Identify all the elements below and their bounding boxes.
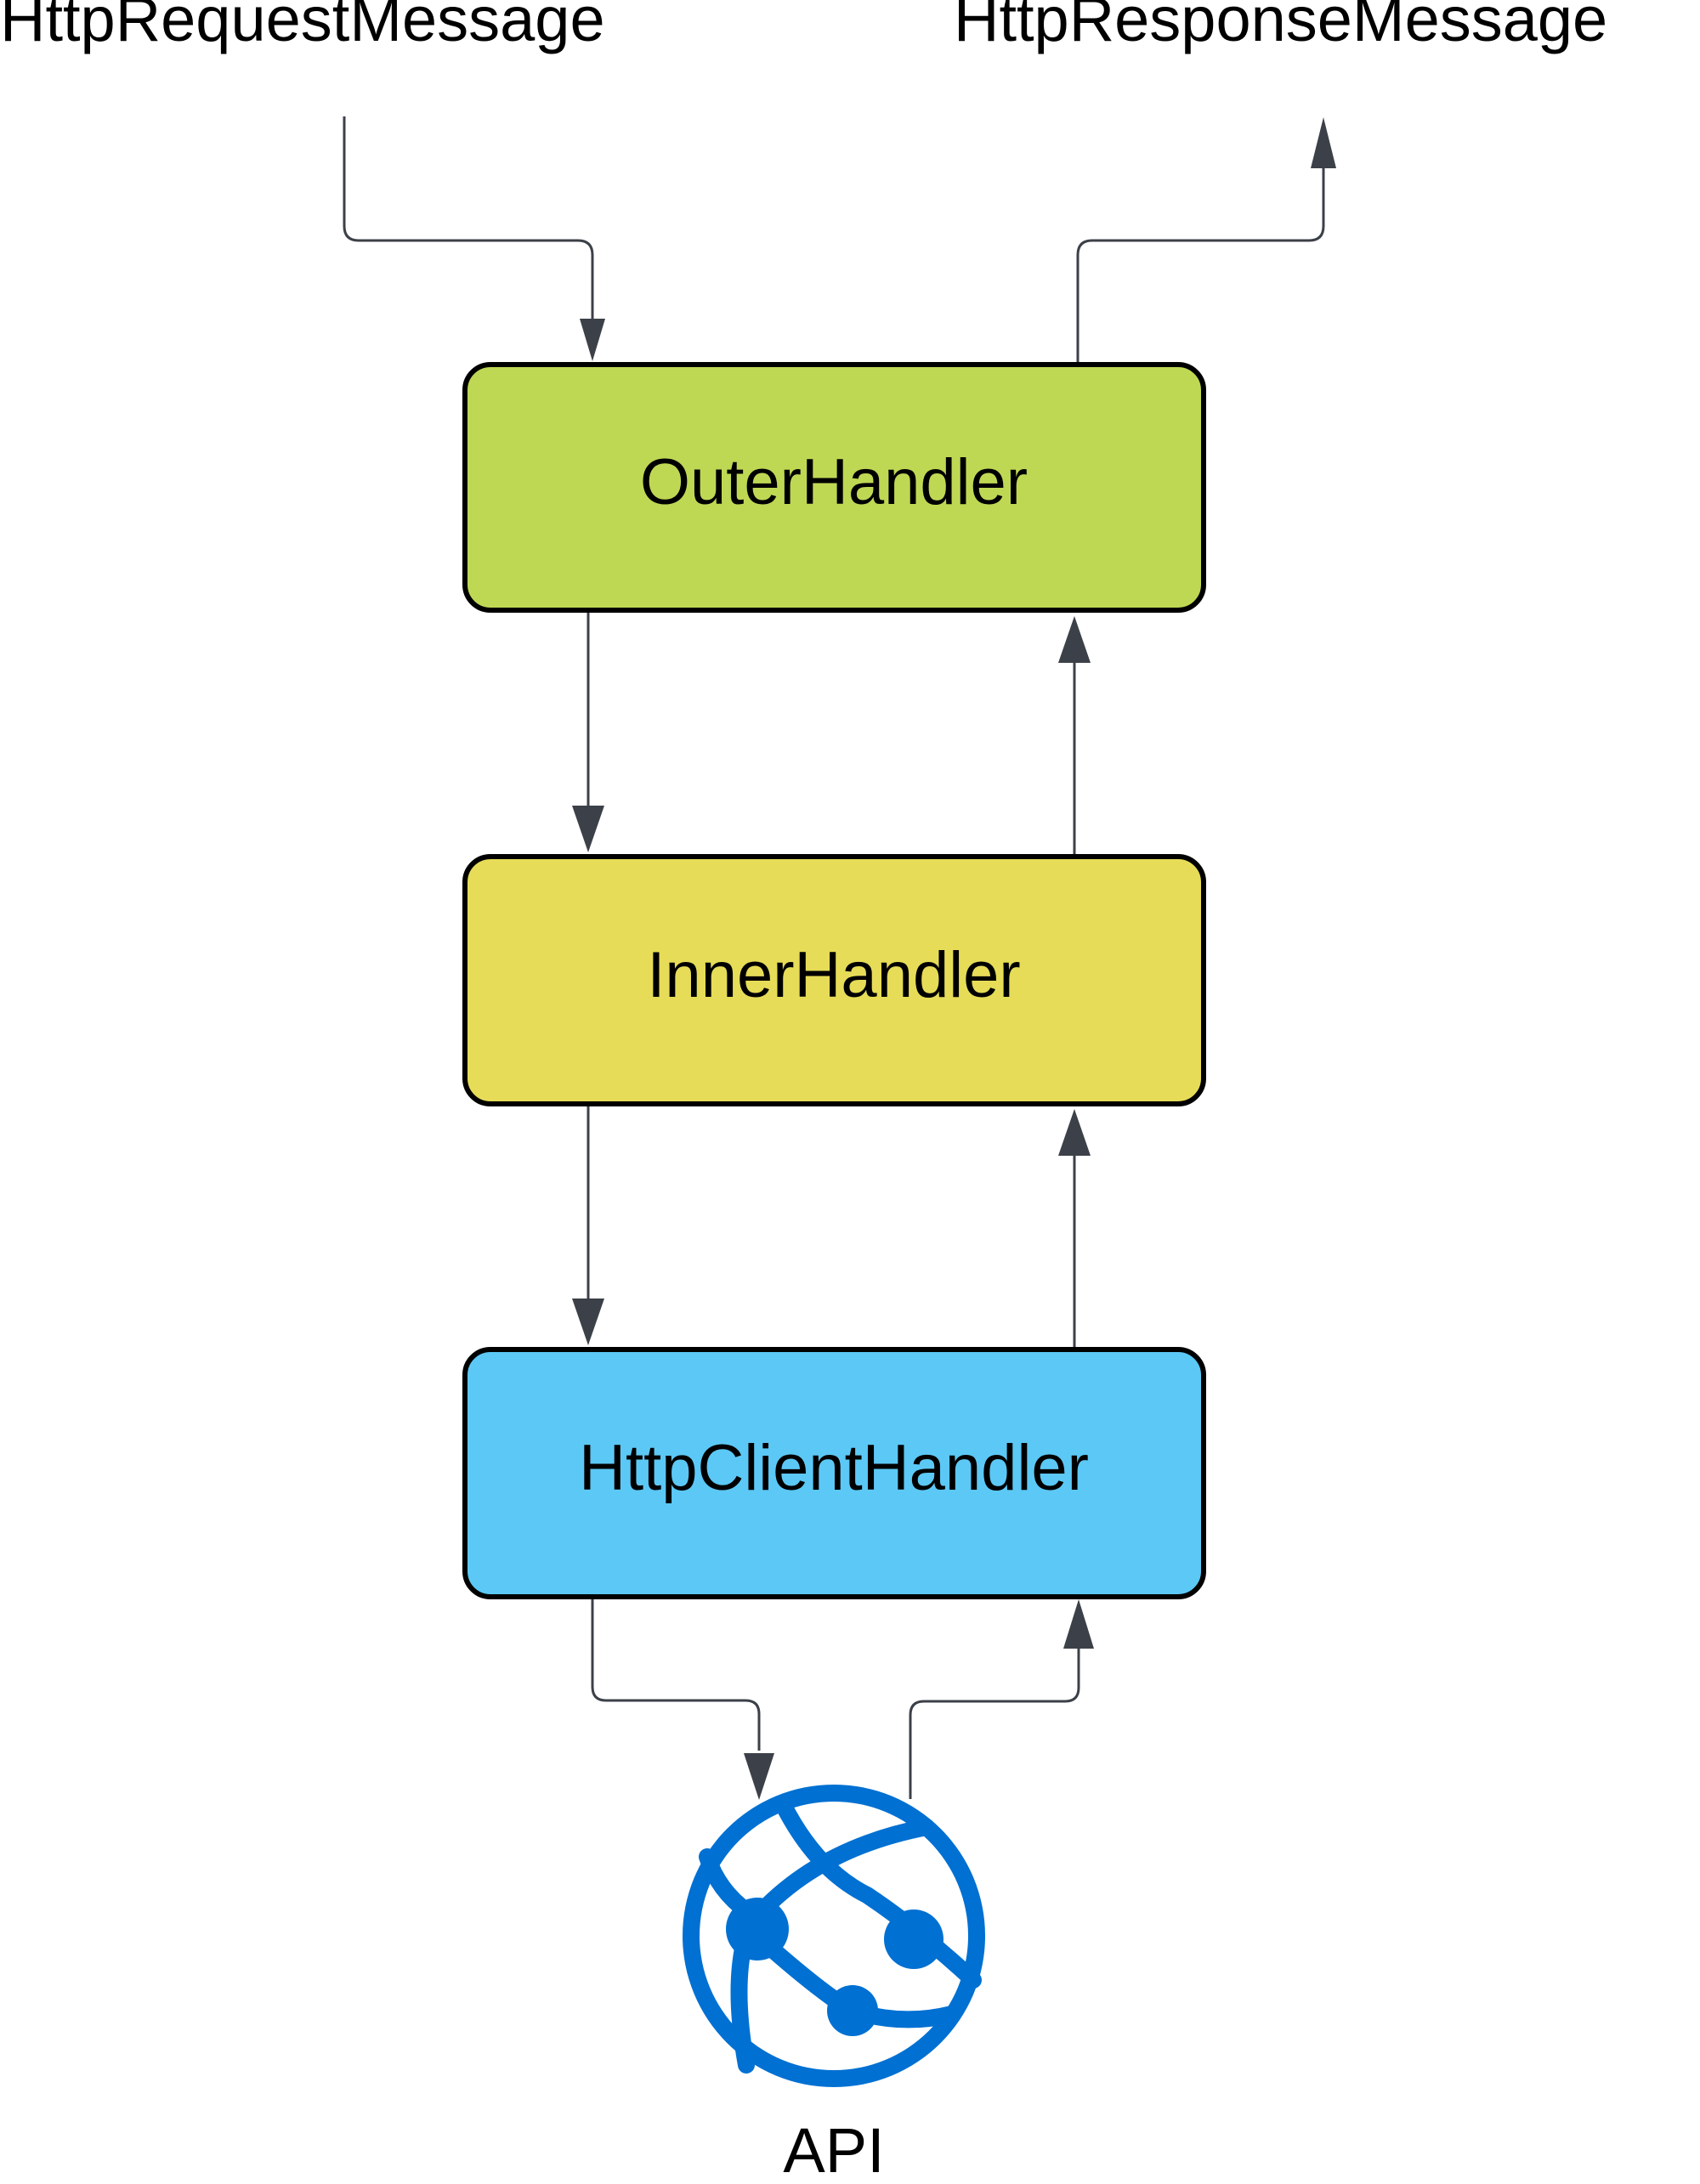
edge-inner-to-client: [572, 1105, 604, 1345]
edge-api-to-client: [909, 1599, 1094, 1799]
edge-client-to-inner: [1058, 1109, 1091, 1349]
edge-inner-to-outer: [1058, 616, 1091, 856]
node-client-box: [462, 1347, 1206, 1599]
edge-outer-to-inner: [572, 611, 604, 852]
edge-request-to-outer: [343, 116, 605, 361]
node-outer-handler: OuterHandler: [462, 362, 1206, 613]
globe-network-icon: [683, 1785, 985, 2087]
api-label: API: [783, 2115, 884, 2184]
edge-client-to-api: [591, 1598, 774, 1800]
node-inner-handler: InnerHandler: [462, 854, 1206, 1106]
node-outer-label: OuterHandler: [640, 446, 1028, 518]
node-inner-box: [462, 854, 1206, 1106]
node-httpclient-handler: HttpClientHandler: [462, 1347, 1206, 1599]
node-outer-box: [462, 362, 1206, 613]
node-inner-label: InnerHandler: [647, 939, 1020, 1011]
edge-outer-to-response: [1076, 117, 1336, 364]
response-label: HttpResponseMessage: [954, 0, 1607, 54]
request-label: HttpRequestMessage: [0, 0, 605, 54]
node-client-label: HttpClientHandler: [579, 1432, 1089, 1504]
